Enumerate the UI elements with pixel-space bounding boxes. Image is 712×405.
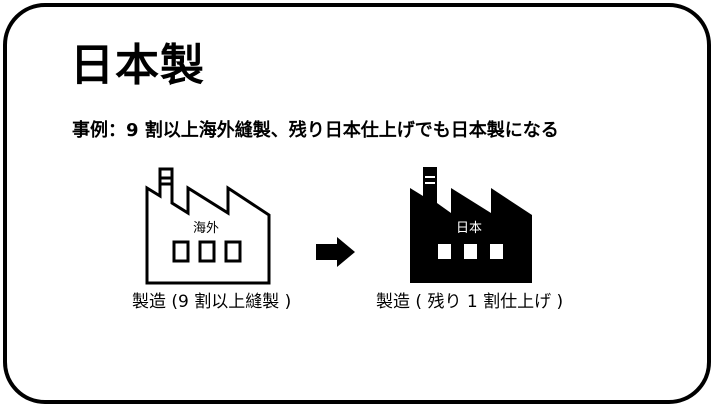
example-subtitle: 事例：9 割以上海外縫製、残り日本仕上げでも日本製になる xyxy=(72,120,559,141)
factory-filled-icon xyxy=(410,167,532,283)
slide-frame xyxy=(3,3,711,404)
page-title: 日本製 xyxy=(70,40,205,91)
right-caption: 製造 ( 残り 1 割仕上げ ) xyxy=(376,292,564,312)
factory-outline-icon xyxy=(145,167,271,285)
overseas-label: 海外 xyxy=(193,221,220,236)
japan-label: 日本 xyxy=(456,221,483,236)
left-caption: 製造 (9 割以上縫製 ) xyxy=(132,292,292,312)
arrow-right-icon xyxy=(316,237,355,267)
